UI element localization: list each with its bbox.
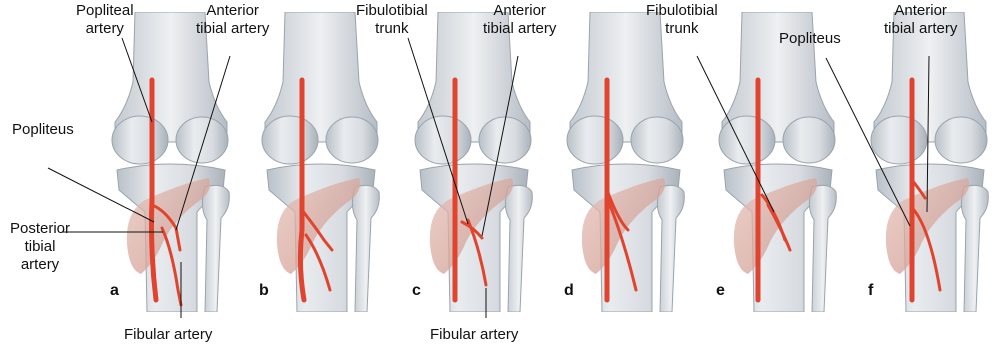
panel-letter-e: e <box>716 282 725 300</box>
knee-bone-b <box>262 12 379 312</box>
panel-letter-d: d <box>564 282 574 300</box>
panel-letter-b: b <box>259 282 269 300</box>
panel-letter-a: a <box>110 282 119 300</box>
knee-bone-c <box>415 12 532 312</box>
label-popliteus-a: Popliteus <box>12 121 74 139</box>
label-fibular-artery-a: Fibular artery <box>124 326 212 344</box>
panel-letter-c: c <box>412 282 421 300</box>
knee-bone-e <box>719 12 836 312</box>
knee-bone-d <box>567 12 684 312</box>
knee-bone-f <box>871 12 988 312</box>
panel-letter-f: f <box>868 282 873 300</box>
label-popliteus-f: Popliteus <box>779 30 841 48</box>
knee-bone-a <box>112 12 229 312</box>
label-fibular-artery-c: Fibular artery <box>430 326 518 344</box>
